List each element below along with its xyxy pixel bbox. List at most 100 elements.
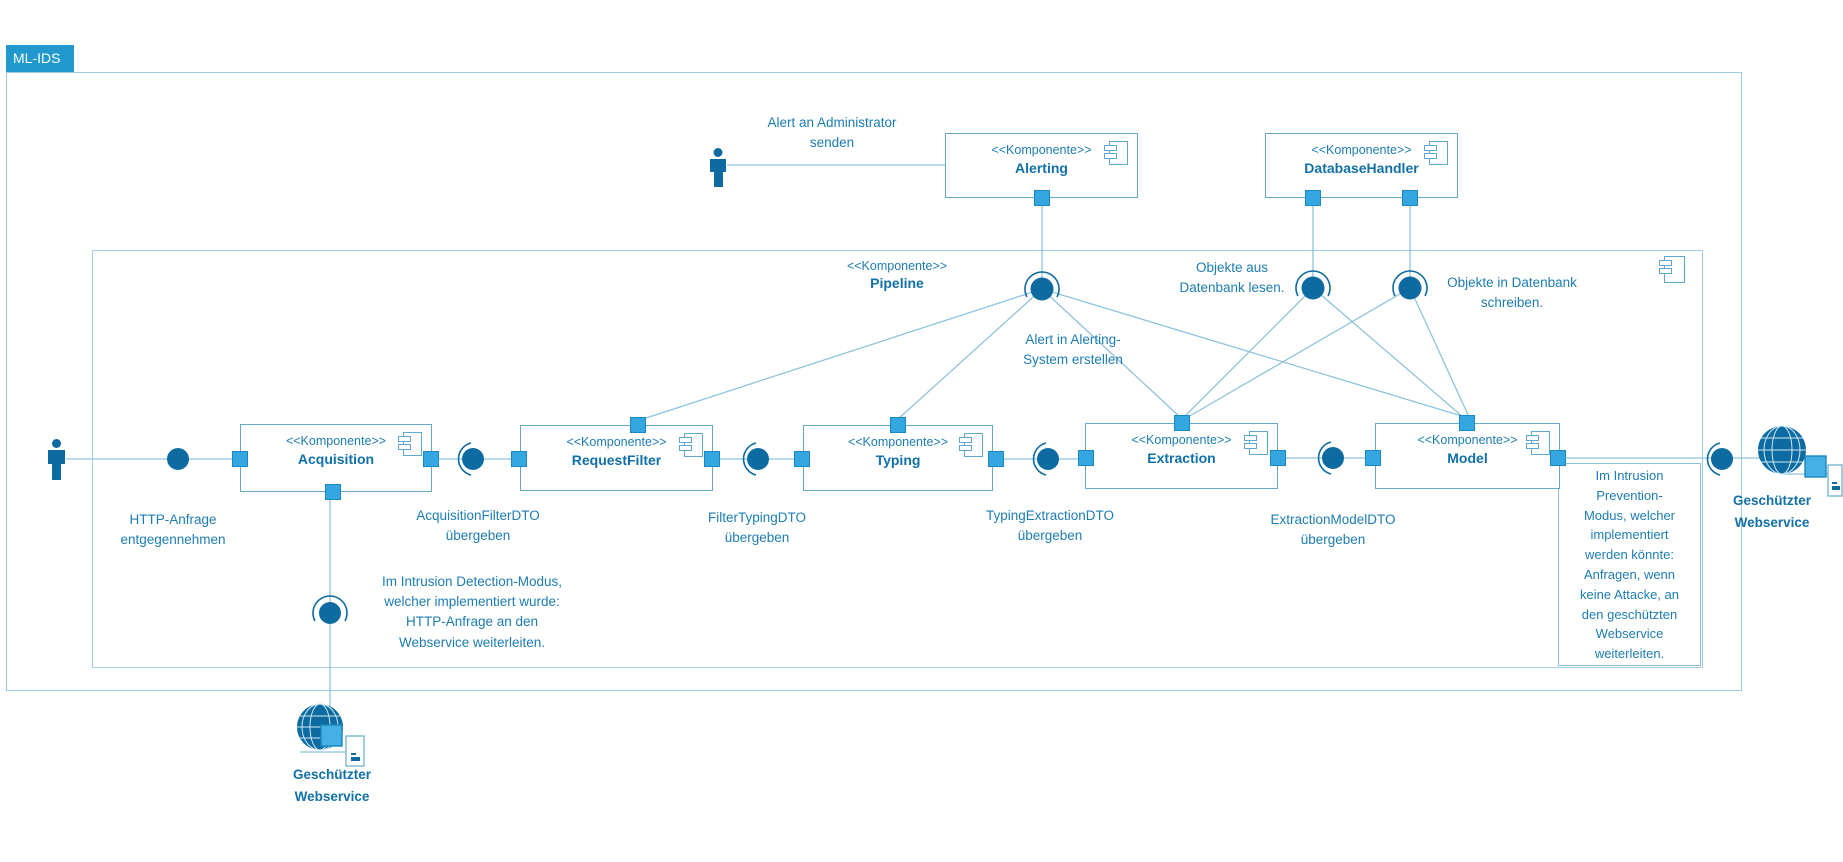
port-extraction-left (1078, 450, 1094, 466)
component-name: Extraction (1147, 450, 1216, 466)
document-line (351, 753, 356, 755)
interface-ball (747, 448, 769, 470)
socket-arcs (312, 270, 1721, 622)
globe-grid (1758, 425, 1806, 475)
label-typingextractiondto: TypingExtractionDTO übergeben (985, 508, 1115, 543)
port-extraction-top (1174, 415, 1190, 431)
port-acquisition-bottom (325, 484, 341, 500)
interface-ball (1711, 448, 1733, 470)
component-icon (398, 432, 422, 456)
port-model-right (1550, 450, 1566, 466)
protected-square-icon (320, 724, 343, 747)
component-model: <<Komponente>> Model (1375, 423, 1560, 489)
document-line (1832, 482, 1837, 484)
actor-user (48, 439, 65, 480)
socket-arc (1392, 270, 1428, 297)
port-acquisition-left (232, 451, 248, 467)
document-line (351, 757, 360, 761)
component-stereotype: <<Komponente>> (991, 143, 1092, 157)
component-name: Model (1447, 450, 1488, 466)
component-acquisition: <<Komponente>> Acquisition (240, 424, 432, 492)
interface-ball (167, 448, 189, 470)
interface-ball (1301, 276, 1325, 300)
document-icon (345, 735, 365, 767)
socket-arc (742, 442, 757, 476)
port-requestfilter-left (511, 451, 527, 467)
component-databasehandler: <<Komponente>> DatabaseHandler (1265, 133, 1458, 198)
interface-ball (1037, 448, 1059, 470)
actor-legs (52, 464, 61, 480)
component-icon (1104, 141, 1128, 165)
port-databasehandler-read (1305, 190, 1321, 206)
label-prevention-modus: Im Intrusion Prevention- Modus, welcher … (1579, 468, 1679, 662)
prevention-note-box (1558, 463, 1701, 666)
interface-ball (319, 602, 341, 624)
socket-arc (1032, 442, 1047, 476)
component-stereotype: <<Komponente>> (1417, 433, 1518, 447)
label-detection-modus: Im Intrusion Detection-Modus, welcher im… (381, 574, 563, 650)
label-filtertypingdto: FilterTypingDTO übergeben (707, 510, 807, 545)
document-line (1832, 486, 1840, 490)
interface-ball (462, 448, 484, 470)
pipeline-name: Pipeline (870, 275, 924, 291)
component-name: Alerting (1015, 160, 1068, 176)
socket-arc (457, 442, 472, 476)
component-name: Typing (875, 452, 921, 468)
label-extractionmodeldto: ExtractionModelDTO übergeben (1270, 512, 1396, 547)
socket-arc (1317, 441, 1332, 475)
label-objekte-schreiben: Objekte in Datenbank schreiben. (1447, 275, 1577, 310)
component-stereotype: <<Komponente>> (847, 435, 949, 449)
mlids-frame (6, 72, 1742, 691)
actor-legs (714, 172, 723, 187)
port-requestfilter-right (704, 451, 720, 467)
socket-arc (1024, 271, 1060, 298)
component-extraction: <<Komponente>> Extraction (1085, 423, 1278, 489)
port-model-left (1365, 450, 1381, 466)
component-icon (959, 433, 983, 457)
component-typing: <<Komponente>> Typing (803, 425, 993, 491)
label-objekte-lesen: Objekte aus Datenbank lesen. (1179, 260, 1285, 295)
protected-square-icon (1804, 455, 1827, 478)
actor-body (710, 159, 726, 172)
component-stereotype: <<Komponente>> (1311, 143, 1412, 157)
connector-lines (66, 164, 1829, 753)
port-model-top (1459, 415, 1475, 431)
pipeline-label: <<Komponente>> Pipeline (817, 259, 977, 291)
actor-administrator (710, 148, 726, 187)
actor-body (48, 450, 65, 464)
actor-head (713, 148, 723, 157)
label-webservice-right: Geschützter Webservice (1732, 493, 1812, 530)
interface-ball (1030, 277, 1054, 301)
actor-head (52, 439, 61, 448)
label-alert-erstellen: Alert in Alerting- System erstellen (1023, 332, 1123, 367)
component-icon (1424, 141, 1448, 165)
port-acquisition-right (423, 451, 439, 467)
component-stereotype: <<Komponente>> (1131, 433, 1232, 447)
pipeline-stereotype: <<Komponente>> (846, 259, 948, 273)
interface-balls (167, 276, 1733, 624)
port-databasehandler-write (1402, 190, 1418, 206)
socket-arc (1706, 442, 1721, 476)
component-name: Acquisition (297, 451, 375, 467)
component-name: RequestFilter (571, 452, 662, 468)
webservice-node-right (1758, 425, 1843, 497)
component-icon (679, 433, 703, 457)
component-requestfilter: <<Komponente>> RequestFilter (520, 425, 713, 491)
component-stereotype: <<Komponente>> (285, 434, 387, 448)
component-icon (1526, 431, 1550, 455)
component-name: DatabaseHandler (1304, 160, 1419, 176)
port-alerting-bottom (1034, 190, 1050, 206)
port-typing-right (988, 451, 1004, 467)
component-icon (1659, 256, 1685, 283)
component-icon (1244, 431, 1268, 455)
port-requestfilter-top (630, 417, 646, 433)
diagram-frame-tab: ML-IDS (6, 45, 74, 72)
label-acquisitionfilterdto: AcquisitionFilterDTO übergeben (416, 508, 540, 543)
port-typing-left (794, 451, 810, 467)
socket-arc (1295, 270, 1331, 297)
port-typing-top (890, 417, 906, 433)
socket-arc (312, 595, 348, 622)
label-alert-send: Alert an Administrator senden (767, 115, 897, 150)
